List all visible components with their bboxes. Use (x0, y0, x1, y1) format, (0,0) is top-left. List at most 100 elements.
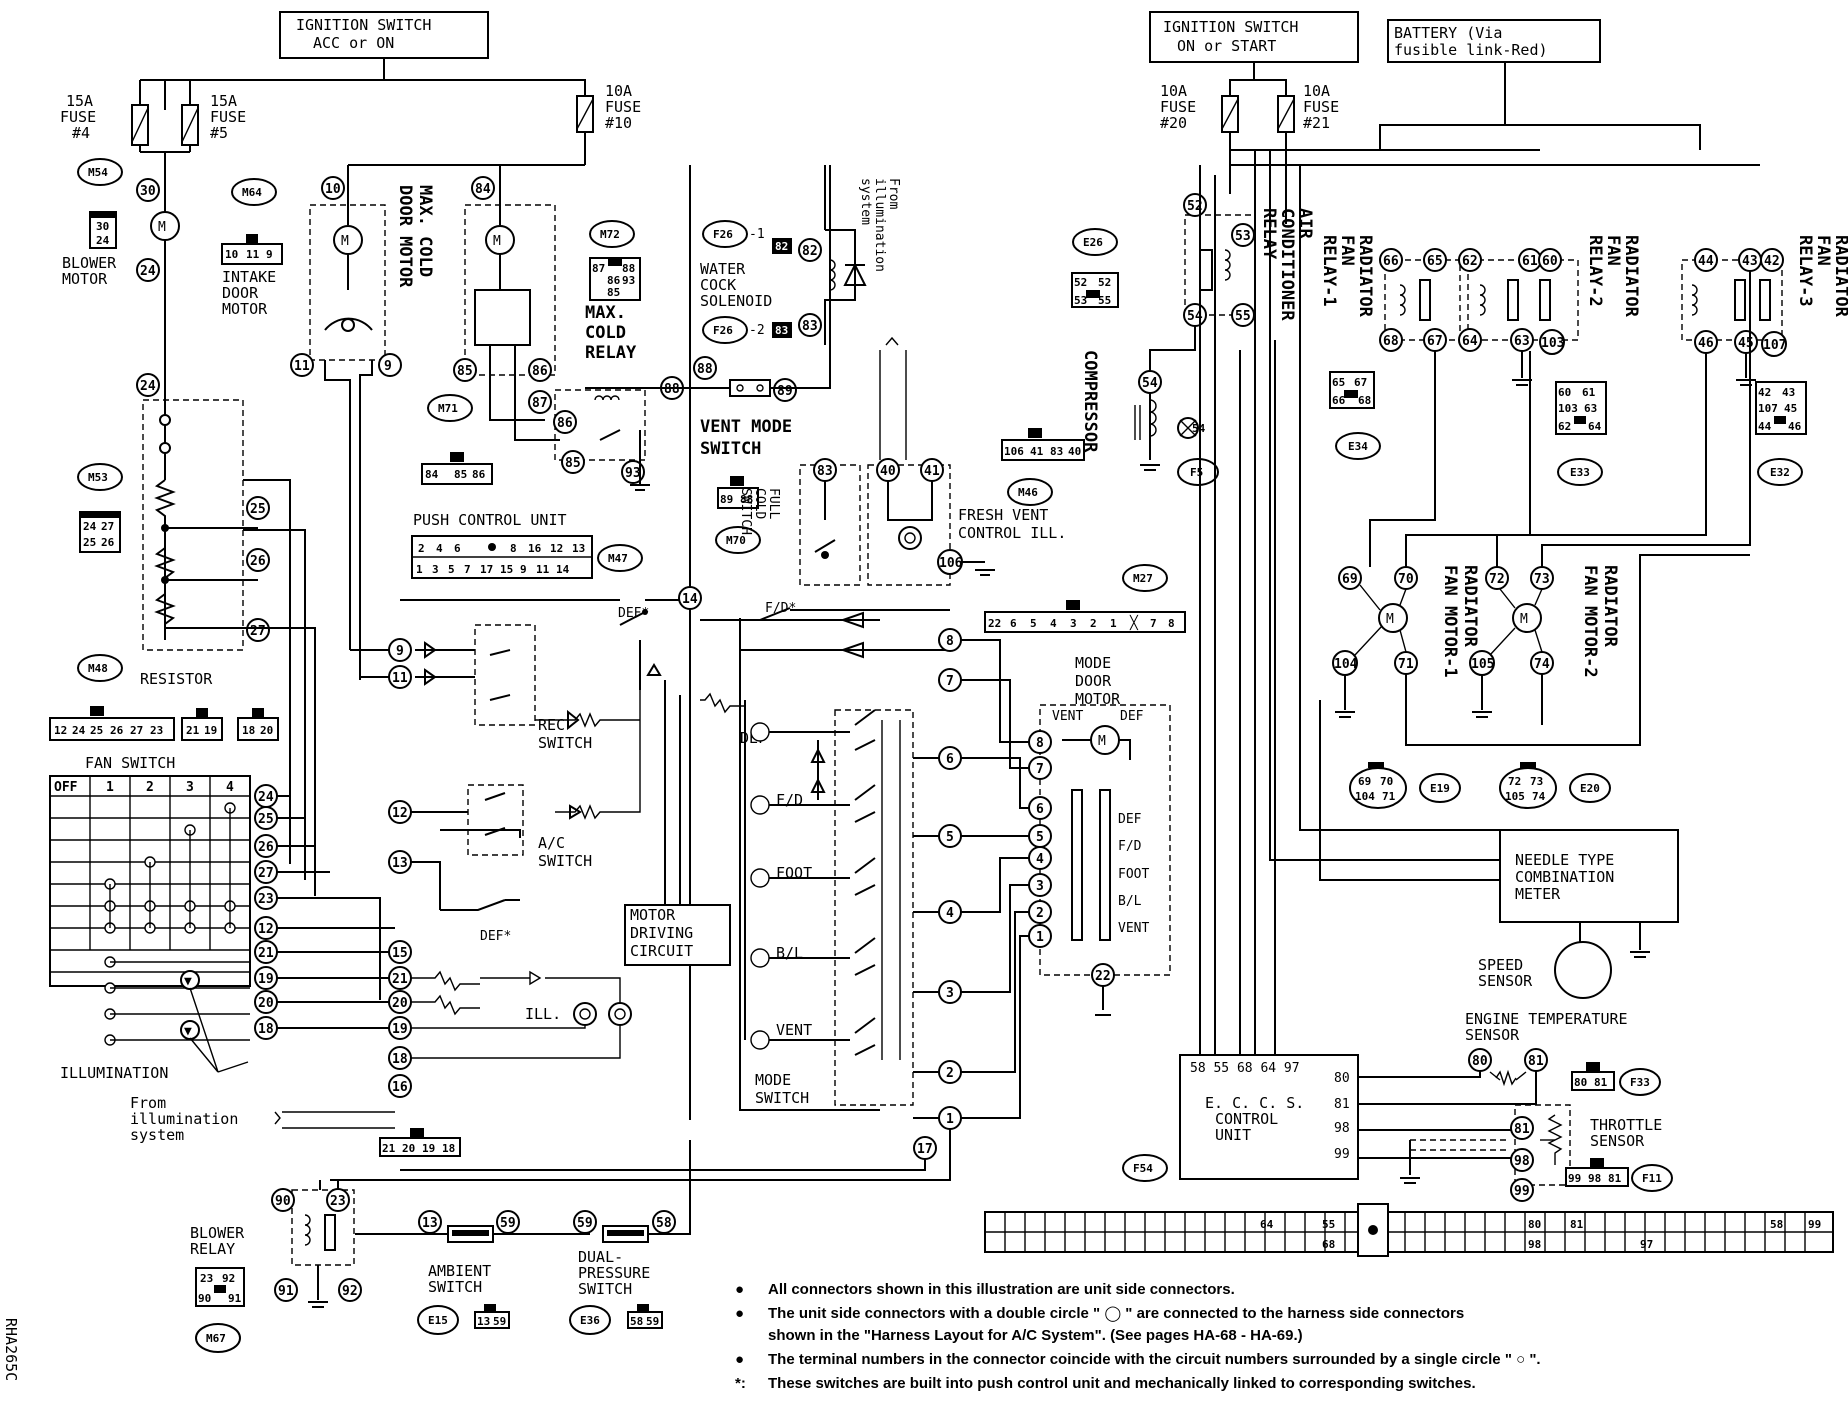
svg-text:F54: F54 (1133, 1162, 1153, 1175)
svg-text:25: 25 (90, 724, 103, 737)
svg-text:SWITCH: SWITCH (700, 439, 761, 459)
svg-text:105: 105 (1505, 790, 1525, 803)
svg-text:26: 26 (110, 724, 124, 737)
svg-text:9: 9 (384, 359, 392, 374)
svg-text:CONTROL: CONTROL (1215, 1110, 1278, 1128)
svg-text:83: 83 (775, 324, 788, 337)
connector-m54: M54 30 24 (77, 158, 123, 249)
connector-m48: M48 12 24 25 26 27 23 21 19 18 20 (49, 654, 279, 741)
compressor: 54 COMPRESSOR (1080, 326, 1196, 471)
svg-text:69: 69 (1342, 572, 1358, 587)
terminal-30: 30 (136, 178, 160, 202)
blower-motor: M BLOWER MOTOR (62, 211, 180, 288)
svg-text:REC: REC (538, 716, 565, 734)
radiator-fan-relay-1: 66 65 68 67 RADIATOR FAN RELAY-1 (1319, 235, 1461, 352)
svg-text:4: 4 (436, 542, 443, 555)
svg-text:●: ● (735, 1305, 744, 1322)
svg-text:87: 87 (592, 262, 605, 275)
svg-text:58: 58 (656, 1216, 672, 1231)
svg-text:▼: ▼ (184, 974, 192, 989)
svg-text:RELAY: RELAY (190, 1240, 235, 1258)
svg-text:12: 12 (54, 724, 67, 737)
svg-text:#20: #20 (1160, 114, 1187, 132)
svg-text:99: 99 (1808, 1218, 1821, 1231)
svg-text:13: 13 (422, 1216, 438, 1231)
svg-text:70: 70 (1398, 572, 1414, 587)
svg-text:DUAL-: DUAL- (578, 1248, 623, 1266)
svg-text:103: 103 (1558, 402, 1578, 415)
svg-text:11: 11 (246, 248, 260, 261)
connector-m70: 89 88 M70 (715, 476, 761, 554)
svg-text:40: 40 (880, 464, 896, 479)
svg-text:ILLUMINATION: ILLUMINATION (60, 1064, 168, 1082)
svg-text:WATER: WATER (700, 260, 746, 278)
svg-text:F/D: F/D (776, 791, 803, 809)
svg-text:22: 22 (1095, 969, 1111, 984)
svg-text:83: 83 (817, 464, 833, 479)
svg-text:21: 21 (186, 724, 200, 737)
svg-text:20: 20 (402, 1142, 415, 1155)
svg-text:18: 18 (242, 724, 255, 737)
svg-text:B/L: B/L (1118, 894, 1142, 909)
radiator-fan-motor-1: 69 70 104 71 M RADIATOR FAN MOTOR-1 (1332, 565, 1480, 718)
svg-text:5: 5 (946, 830, 954, 845)
svg-text:98: 98 (1588, 1172, 1601, 1185)
svg-text:90: 90 (275, 1194, 291, 1209)
terminal-24: 24 (136, 258, 160, 282)
svg-text:107: 107 (1763, 338, 1786, 353)
svg-text:23: 23 (258, 892, 274, 907)
svg-text:E34: E34 (1348, 440, 1368, 453)
connector-e20: 72 73 105 74 E20 (1499, 762, 1611, 809)
svg-text:CONDITIONER: CONDITIONER (1277, 208, 1297, 321)
svg-text:F5: F5 (1190, 466, 1203, 479)
svg-text:M: M (158, 220, 166, 235)
notes: ● All connectors shown in this illustrat… (735, 1281, 1541, 1392)
svg-text:1: 1 (1110, 617, 1117, 630)
svg-text:18: 18 (392, 1052, 408, 1067)
svg-text:66: 66 (1332, 394, 1346, 407)
svg-text:59: 59 (500, 1216, 516, 1231)
svg-text:54: 54 (1192, 422, 1206, 435)
svg-text:illumination: illumination (130, 1110, 238, 1128)
svg-text:22: 22 (988, 617, 1001, 630)
svg-text:E. C. C. S.: E. C. C. S. (1205, 1094, 1304, 1112)
svg-text:E19: E19 (1430, 782, 1450, 795)
svg-text:9: 9 (520, 563, 527, 576)
svg-text:24: 24 (96, 234, 110, 247)
svg-text:19: 19 (204, 724, 217, 737)
svg-text:5: 5 (1030, 617, 1037, 630)
svg-text:METER: METER (1515, 885, 1561, 903)
svg-text:93: 93 (622, 274, 635, 287)
svg-text:E33: E33 (1570, 466, 1590, 479)
svg-text:BLOWER: BLOWER (62, 254, 117, 272)
svg-text:#10: #10 (605, 114, 632, 132)
svg-text:8: 8 (510, 542, 517, 555)
svg-text:F33: F33 (1630, 1076, 1650, 1089)
svg-text:68: 68 (1322, 1238, 1335, 1251)
engine-temperature-sensor: ENGINE TEMPERATURE SENSOR 80 81 (1358, 1010, 1628, 1105)
svg-text:RHA265C: RHA265C (2, 1318, 20, 1381)
svg-text:11: 11 (294, 359, 310, 374)
radiator-fan-relay-3: 44 43 42 46 45 107 RADIATOR FAN RELAY-3 (1681, 235, 1848, 357)
svg-text:F/D*: F/D* (765, 601, 796, 616)
svg-text:F11: F11 (1642, 1172, 1662, 1185)
svg-text:NEEDLE TYPE: NEEDLE TYPE (1515, 851, 1614, 869)
svg-text:SENSOR: SENSOR (1465, 1026, 1520, 1044)
connector-m64: M64 10 11 9 INTAKE DOOR MOTOR (221, 178, 283, 318)
svg-text:2: 2 (146, 780, 154, 795)
svg-text:106: 106 (939, 556, 963, 571)
connector-f54: F54 (1122, 1154, 1168, 1182)
svg-text:44: 44 (1698, 254, 1714, 269)
svg-text:45: 45 (1738, 336, 1754, 351)
svg-text:84: 84 (425, 468, 439, 481)
vent-mode-switch: 88 89 VENT MODE SWITCH (585, 165, 831, 459)
svg-text:80: 80 (1334, 1071, 1350, 1086)
svg-text:54: 54 (1142, 376, 1158, 391)
ac-switch: A/C SWITCH (411, 690, 641, 910)
svg-text:*:: *: (735, 1375, 746, 1392)
svg-text:10: 10 (325, 182, 341, 197)
svg-text:UNIT: UNIT (1215, 1126, 1251, 1144)
dual-pressure-switch: 59 58 DUAL- PRESSURE SWITCH E36 58 59 (569, 1140, 691, 1335)
svg-text:2: 2 (1090, 617, 1097, 630)
svg-text:85: 85 (607, 286, 620, 299)
